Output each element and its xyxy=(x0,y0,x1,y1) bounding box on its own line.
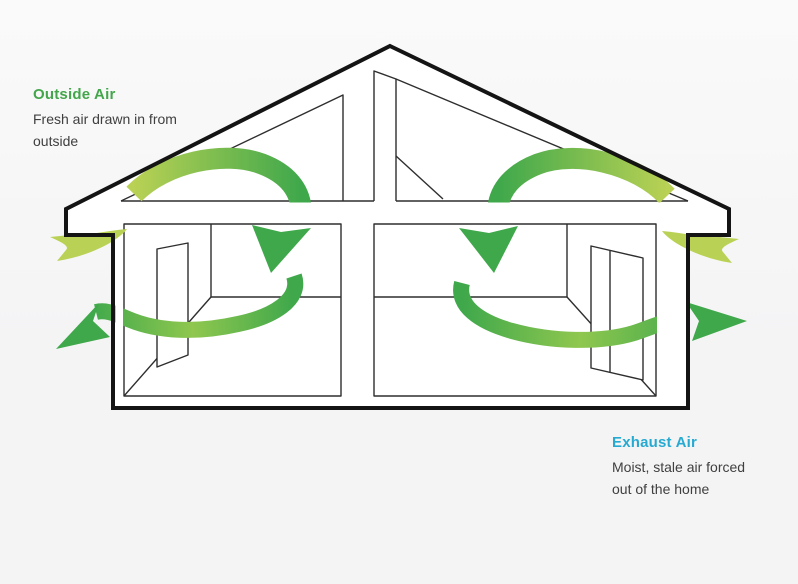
door-right xyxy=(590,245,644,381)
occlusion-wall-left xyxy=(115,237,123,394)
down-arrowhead-left xyxy=(252,225,311,273)
exit-arrowhead-right xyxy=(686,302,747,341)
outside-air-description: Fresh air drawn in from outside xyxy=(33,111,177,149)
door-left xyxy=(156,242,189,368)
soffit-intake-arrow-right xyxy=(662,231,739,263)
down-arrowhead-right xyxy=(459,226,518,273)
room-right xyxy=(373,223,657,397)
attic-airflow-arrow-left xyxy=(126,147,312,209)
outside-air-title: Outside Air xyxy=(33,86,116,103)
room-airflow-arrow-right xyxy=(453,280,679,348)
exit-arrowhead-left xyxy=(56,303,110,349)
attic-right-perspective-line xyxy=(395,155,444,200)
exhaust-air-label: Exhaust Air Moist, stale air forced out … xyxy=(612,434,764,500)
occlusion-wall-right xyxy=(657,237,686,394)
house-outline xyxy=(64,43,731,410)
attic-center-wall xyxy=(373,70,397,201)
exhaust-air-description: Moist, stale air forced out of the home xyxy=(612,459,746,497)
exhaust-air-title: Exhaust Air xyxy=(612,434,698,451)
attic-airflow-arrow-right xyxy=(487,148,675,209)
occlusion-ceiling-band xyxy=(115,202,686,223)
outside-air-label: Outside Air Fresh air drawn in from outs… xyxy=(33,86,191,152)
